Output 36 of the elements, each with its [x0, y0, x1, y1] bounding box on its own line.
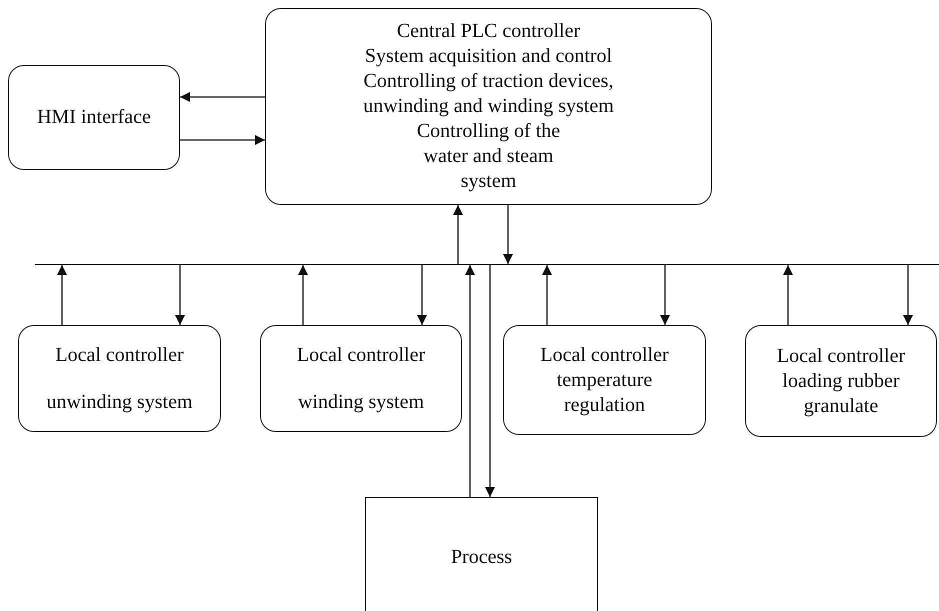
node-text: System acquisition and control: [364, 44, 612, 69]
controller-box: [745, 325, 937, 437]
arrow: [180, 135, 265, 145]
arrow: [298, 265, 308, 325]
controller-box: [18, 325, 221, 432]
controller-box: [260, 325, 462, 432]
controller-box: [265, 8, 712, 205]
arrow: [465, 265, 475, 497]
node-text: Local controller: [55, 342, 184, 368]
node-text: Controlling of traction devices, unwinding and winding system: [362, 69, 615, 119]
arrow: [485, 265, 495, 497]
controller-box: [503, 325, 706, 435]
arrow: [503, 205, 513, 264]
arrow: [783, 265, 793, 325]
arrow: [542, 265, 552, 325]
node-text: Local controller: [296, 342, 426, 368]
node-text: Controlling of the water and steam system: [416, 119, 562, 194]
node-text: loading rubber granulate: [781, 368, 901, 418]
arrow: [660, 265, 670, 325]
bus-line: [35, 264, 939, 266]
arrow: [903, 265, 913, 325]
arrow: [180, 92, 265, 102]
node-text: Central PLC controller: [396, 19, 580, 44]
process-box: [365, 497, 598, 611]
node-text: Process: [450, 544, 512, 570]
node-text: temperature regulation: [556, 368, 654, 418]
arrow: [417, 265, 427, 325]
arrow: [57, 265, 67, 325]
arrow: [175, 265, 185, 325]
arrow: [453, 205, 463, 264]
node-text: unwinding system: [46, 390, 193, 414]
node-text: Local controller: [540, 342, 669, 368]
node-text: Local controller: [776, 344, 906, 368]
interface-box: [8, 65, 180, 170]
node-text: winding system: [298, 390, 424, 414]
node-text: HMI interface: [37, 105, 151, 130]
